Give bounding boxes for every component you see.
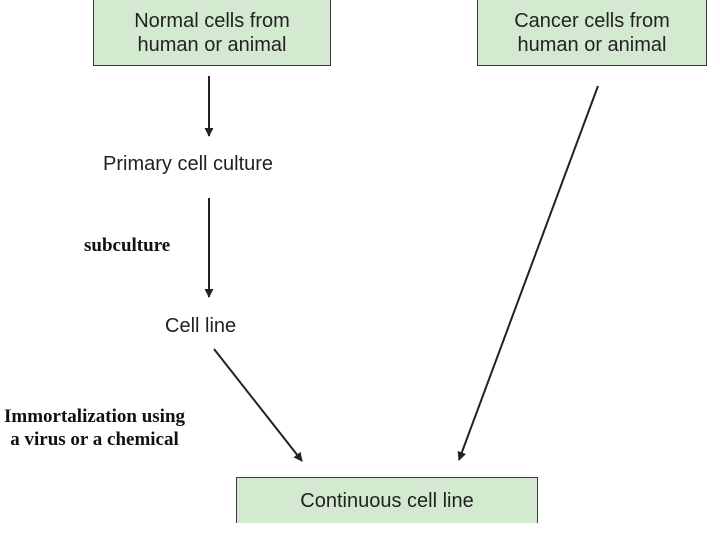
arrow-cancer-to-continuous (457, 85, 599, 461)
normal-cells-box: Normal cells from human or animal (93, 0, 331, 66)
continuous-cell-line-label: Continuous cell line (300, 489, 474, 512)
continuous-cell-line-box: Continuous cell line (236, 477, 538, 523)
cell-line-label: Cell line (165, 315, 237, 337)
primary-cell-culture-label: Primary cell culture (103, 153, 274, 175)
immortalization-line2: a virus or a chemical (10, 428, 179, 450)
immortalization-label: Immortalization using a virus or a chemi… (4, 406, 185, 452)
cancer-cells-line2: human or animal (517, 33, 667, 56)
cancer-cells-line1: Cancer cells from (514, 9, 670, 32)
cancer-cells-box: Cancer cells from human or animal (477, 0, 707, 66)
normal-cells-line1: Normal cells from (134, 9, 290, 32)
immortalization-line1: Immortalization using (4, 406, 186, 427)
normal-cells-line2: human or animal (137, 33, 287, 56)
arrow-cellline-to-continuous (213, 348, 303, 462)
subculture-label: subculture (84, 235, 171, 256)
